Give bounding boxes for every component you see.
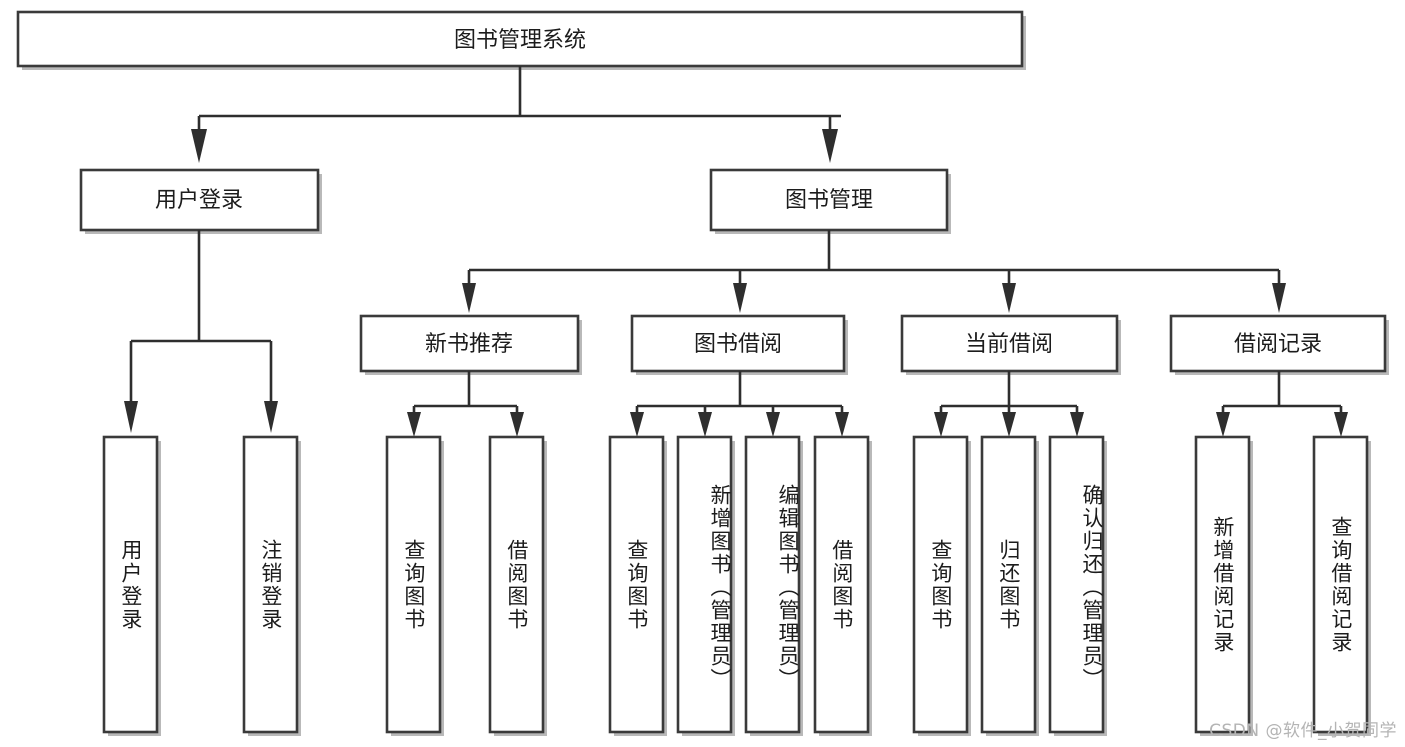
connector-root-to-level2 xyxy=(191,66,841,163)
leaf-box-borrow-query[interactable] xyxy=(608,435,667,736)
leaf-box-record-add[interactable] xyxy=(1194,435,1253,736)
watermark-text: CSDN @软件_小贺同学 xyxy=(1209,721,1397,741)
leaf-box-recommend-borrow[interactable] xyxy=(488,435,547,736)
connector-book-management-to-level3 xyxy=(462,230,1286,313)
leaf-box-current-query[interactable] xyxy=(912,435,971,736)
node-new-book-recommend-label: 新书推荐 xyxy=(425,332,513,357)
node-root-label: 图书管理系统 xyxy=(454,28,586,53)
node-borrow-record[interactable] xyxy=(1169,314,1389,375)
connector-book-borrow-to-leaves xyxy=(630,371,849,437)
node-book-management-label: 图书管理 xyxy=(785,188,873,213)
leaf-box-recommend-query[interactable] xyxy=(385,435,444,736)
connector-user-login-to-leaves xyxy=(124,230,278,433)
leaf-box-record-query[interactable] xyxy=(1312,435,1371,736)
leaf-box-borrow-edit[interactable] xyxy=(744,435,803,736)
node-current-borrow-label: 当前借阅 xyxy=(965,332,1053,357)
node-book-borrow-label: 图书借阅 xyxy=(694,332,782,357)
connector-borrow-record-to-leaves xyxy=(1216,371,1348,437)
connector-new-book-recommend-to-leaves xyxy=(407,371,524,437)
leaf-box-current-confirm[interactable] xyxy=(1048,435,1107,736)
node-current-borrow[interactable] xyxy=(900,314,1121,375)
leaf-box-current-return[interactable] xyxy=(980,435,1039,736)
node-user-login-label: 用户登录 xyxy=(155,188,243,213)
node-new-book-recommend[interactable] xyxy=(359,314,582,375)
node-book-borrow[interactable] xyxy=(630,314,848,375)
node-borrow-record-label: 借阅记录 xyxy=(1234,332,1322,357)
leaf-box-user-login-login[interactable] xyxy=(102,435,161,736)
leaf-box-user-login-logout[interactable] xyxy=(242,435,301,736)
leaf-box-borrow-lend[interactable] xyxy=(813,435,872,736)
leaf-box-borrow-add[interactable] xyxy=(676,435,735,736)
connector-current-borrow-to-leaves xyxy=(934,371,1084,437)
node-root[interactable] xyxy=(16,10,1026,70)
node-user-login[interactable] xyxy=(79,168,322,234)
